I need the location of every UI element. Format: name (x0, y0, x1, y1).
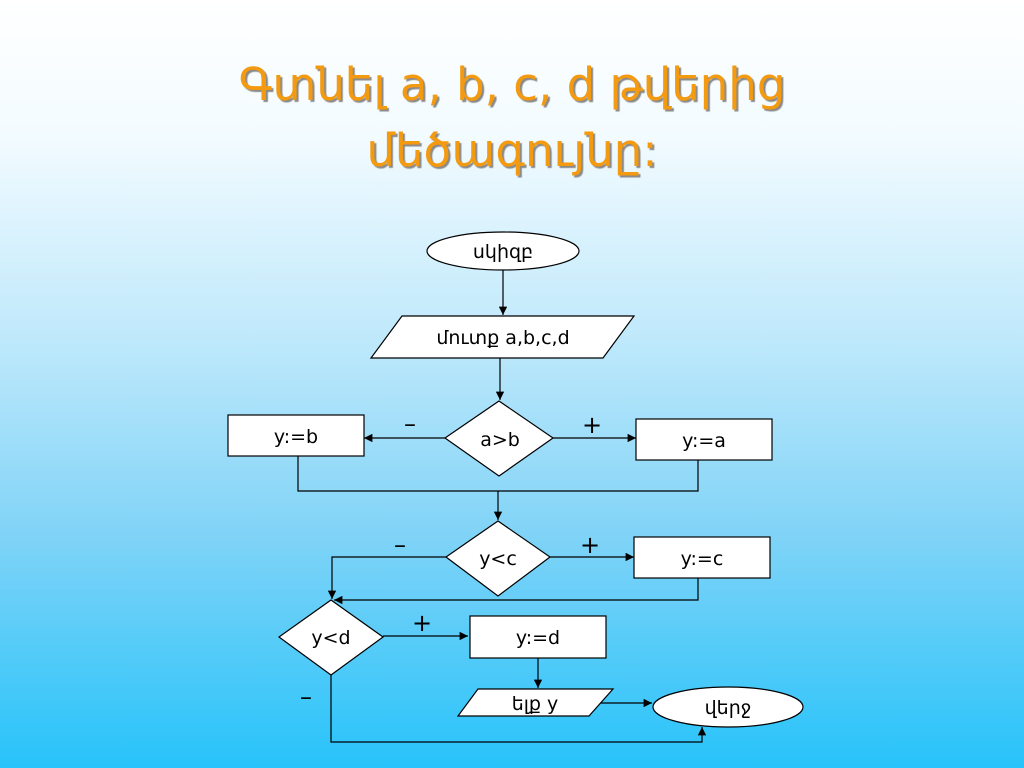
assign-d-box (469, 615, 607, 659)
title-line-1: Գտնել a, b, c, d թվերից (238, 58, 786, 111)
output-label: ելք y (512, 693, 559, 715)
output-parallelogram (456, 688, 615, 717)
arrow-cond2-minus (327, 556, 446, 599)
cond1-label: a>b (480, 429, 520, 451)
cond3-label: y<d (311, 627, 350, 649)
cond2-minus-sign: – (394, 531, 406, 559)
end-label: վերջ (705, 697, 752, 719)
cond1-minus-sign: – (404, 410, 416, 438)
arrow-assign-c-return (334, 578, 699, 605)
connectors (297, 270, 707, 743)
assign-b-label: y:=b (274, 426, 318, 448)
assign-a-label: y:=a (682, 430, 726, 452)
start-terminator (426, 231, 580, 271)
cond3-diamond (277, 599, 385, 676)
input-label: մուտք a,b,c,d (436, 327, 569, 349)
assign-d-label: y:=d (516, 627, 560, 649)
start-label: սկիզբ (473, 241, 533, 263)
branch-signs: – + – + + – (300, 410, 602, 711)
slide-title: Գտնել a, b, c, d թվերից մեծագույնը: (0, 52, 1024, 184)
end-terminator (652, 686, 804, 728)
assign-a-box (635, 418, 773, 461)
cond1-diamond (443, 400, 555, 477)
title-line-2: մեծագույնը: (366, 124, 658, 177)
cond3-plus-sign: + (412, 609, 432, 637)
cond1-plus-sign: + (582, 411, 602, 439)
arrow-cond3-minus (330, 675, 707, 743)
assign-c-box (633, 536, 771, 579)
assign-c-label: y:=c (681, 548, 724, 570)
cond2-plus-sign: + (580, 531, 600, 559)
cond3-minus-sign: – (300, 683, 312, 711)
node-labels: սկիզբ մուտք a,b,c,d a>b y:=b y:=a y<c y:… (274, 241, 752, 719)
cond2-label: y<c (479, 548, 517, 570)
assign-b-box (227, 414, 365, 457)
cond2-diamond (444, 520, 552, 597)
shapes (227, 231, 804, 728)
input-parallelogram (369, 315, 636, 359)
